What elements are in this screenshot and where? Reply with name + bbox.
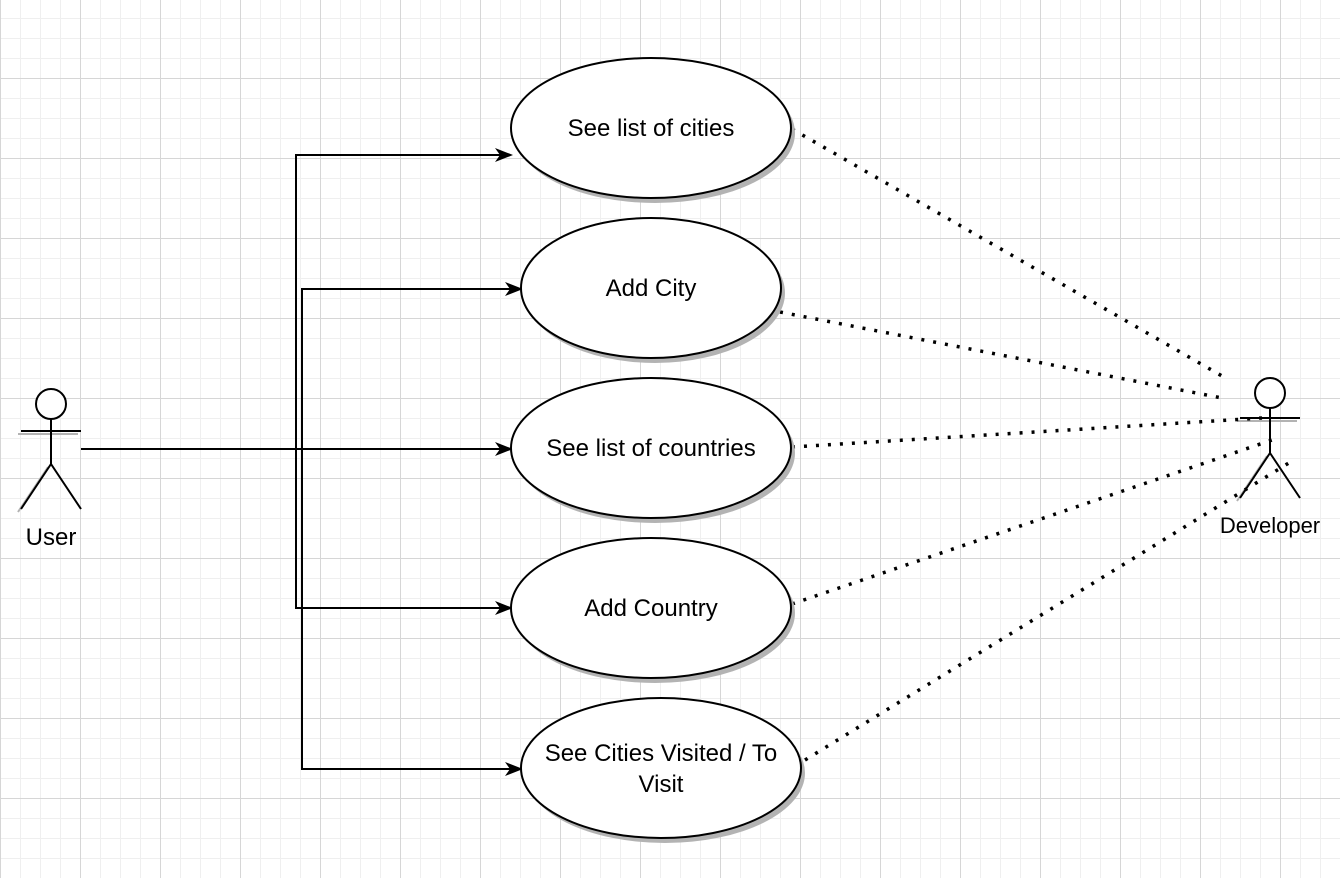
developer-to-see-list-of-cities-link[interactable]	[791, 127, 1223, 378]
use-case-ellipse	[510, 57, 792, 199]
use-case-label: Add Country	[584, 595, 717, 622]
user-to-cities-visited-arrow[interactable]	[301, 449, 523, 776]
use-case-label-line-2: Visit	[639, 771, 684, 798]
developer-actor[interactable]: Developer	[1220, 377, 1320, 538]
use-case-ellipse	[520, 217, 782, 359]
developer-associations	[779, 127, 1293, 762]
developer-to-cities-visited-link[interactable]	[804, 459, 1293, 762]
use-case-ellipse	[520, 697, 802, 839]
use-case-ellipse	[510, 377, 792, 519]
user-to-see-list-of-cities-arrow[interactable]	[295, 148, 513, 449]
use-case-see-list-of-cities[interactable]: See list of cities	[510, 57, 795, 203]
user-associations	[81, 148, 523, 776]
developer-stick-figure	[1239, 377, 1301, 499]
use-case-label: See list of cities	[568, 115, 735, 142]
developer-label: Developer	[1220, 513, 1320, 538]
use-case-see-list-of-countries[interactable]: See list of countries	[510, 377, 795, 523]
user-to-add-city-arrow[interactable]	[301, 282, 523, 449]
use-case-ellipse	[510, 537, 792, 679]
user-label: User	[26, 524, 77, 551]
developer-to-add-city-link[interactable]	[779, 310, 1223, 400]
use-case-label: See list of countries	[546, 435, 755, 462]
use-case-label-line-1: See Cities Visited / To	[545, 740, 778, 767]
user-to-add-country-arrow[interactable]	[295, 449, 513, 615]
user-stick-figure	[20, 388, 82, 510]
developer-to-see-list-of-countries-link[interactable]	[791, 416, 1263, 449]
user-actor[interactable]: User	[17, 388, 82, 551]
use-case-cities-visited[interactable]: See Cities Visited / To Visit	[520, 697, 805, 843]
developer-to-add-country-link[interactable]	[791, 438, 1273, 606]
use-case-add-city[interactable]: Add City	[520, 217, 785, 363]
use-case-label: Add City	[606, 275, 697, 302]
use-case-add-country[interactable]: Add Country	[510, 537, 795, 683]
